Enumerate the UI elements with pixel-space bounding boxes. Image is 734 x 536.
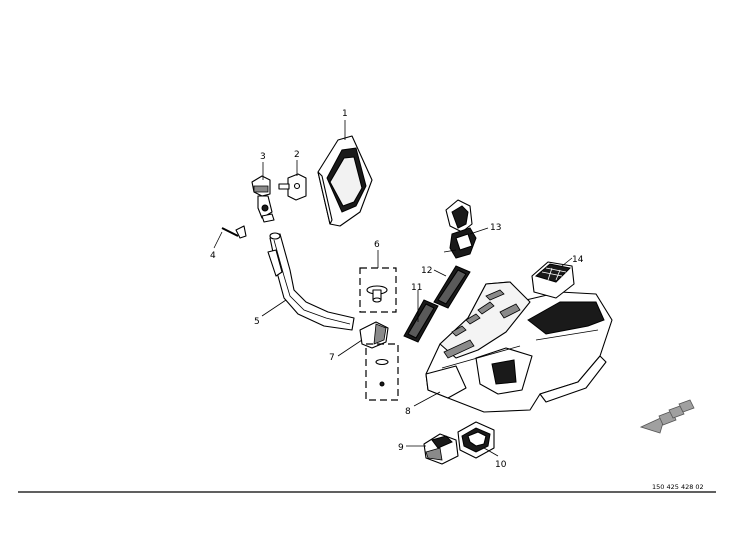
- part-8-console-housing: [425, 281, 613, 413]
- callout-7: 7: [329, 353, 335, 363]
- part-3-ball-joint-holder: [251, 175, 275, 223]
- callout-3: 3: [260, 152, 266, 162]
- part-1-display-terminal: [317, 135, 373, 227]
- callout-9: 9: [398, 443, 404, 453]
- callout-5: 5: [254, 317, 260, 327]
- part-10-control-unit: [457, 421, 495, 459]
- part-7-clamp-assembly: [359, 321, 399, 401]
- part-2-mounting-plate: [278, 173, 307, 201]
- callout-6: 6: [374, 240, 380, 250]
- part-14-keypad-block: [531, 261, 575, 299]
- part-11-key-panel: [403, 299, 439, 343]
- callout-11: 11: [411, 283, 422, 293]
- callout-10: 10: [495, 460, 507, 470]
- callout-14: 14: [572, 255, 584, 265]
- drawing-number: 150 425 428 02: [652, 483, 704, 491]
- part-12-key-panel: [433, 265, 471, 309]
- part-6-mount-assembly: [359, 267, 397, 313]
- callout-2: 2: [294, 150, 300, 160]
- part-4-screw-pin: [221, 225, 247, 239]
- part-9-switch-module: [423, 433, 459, 465]
- callout-1: 1: [342, 109, 348, 119]
- callout-8: 8: [405, 407, 411, 417]
- part-5-tube-arm: [267, 232, 355, 331]
- callout-4: 4: [210, 251, 216, 261]
- callouts: 1 2 3 4 5 6 7 8 9 10 11 12 13 14: [210, 109, 584, 470]
- part-13-joystick: [443, 199, 477, 259]
- direction-arrow-icon: [639, 399, 695, 434]
- callout-13: 13: [490, 223, 501, 233]
- leader-lines: [213, 120, 573, 457]
- callout-12: 12: [421, 266, 432, 276]
